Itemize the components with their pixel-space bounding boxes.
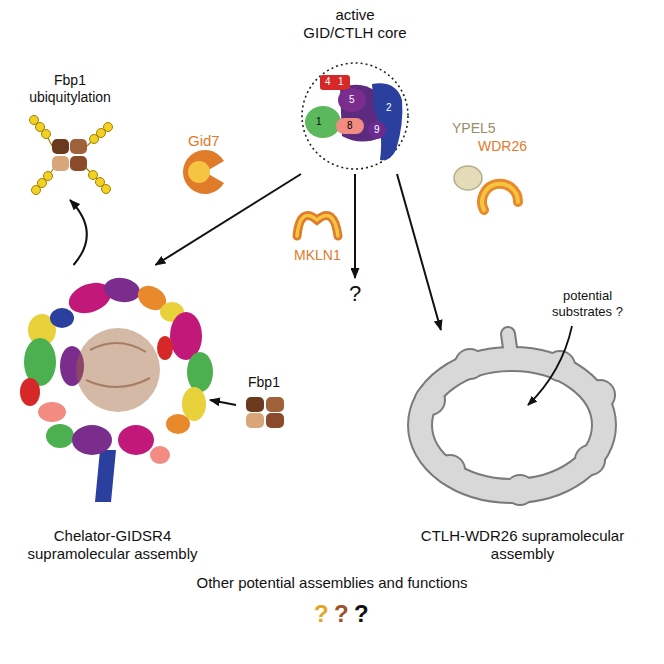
connector-arrow — [210, 400, 236, 405]
fbp1-ubiquitylated-part — [89, 171, 98, 180]
label-text: 8 — [347, 120, 353, 132]
fbp1-protein-part — [266, 413, 284, 428]
mkln1-protein — [297, 216, 338, 236]
ctlh-wdr26-ring-part — [414, 334, 616, 506]
fbp1-ubiquitylated — [30, 116, 113, 195]
ctlh-wdr26-ring-part-part — [586, 381, 614, 409]
gid7-protein-part — [188, 161, 210, 183]
connector-arrow — [155, 174, 301, 265]
ctlh-wdr26-ring-part-part — [576, 446, 604, 474]
label-text: 5 — [349, 94, 355, 106]
chelator-assembly-part — [157, 336, 173, 360]
gid7-protein-part — [183, 150, 224, 194]
fbp1-node: Fbp1 — [236, 372, 292, 432]
ctlh-wdr26-ring-part-part — [456, 350, 484, 378]
core-complex-part — [305, 106, 341, 138]
fbp1-ubiquitylated-part — [52, 156, 69, 171]
ypel5-wdr26-protein-part — [454, 166, 482, 190]
fbp1-protein — [246, 397, 284, 428]
mkln1-protein-part — [297, 216, 338, 236]
gid7-protein — [183, 150, 224, 194]
chelator-assembly-part — [182, 387, 206, 421]
fbp1-ubiquitylated-part — [32, 186, 41, 195]
fbp1-ubiquitylated-part — [30, 116, 39, 125]
chelator-assembly-part — [50, 308, 74, 328]
chelator-assembly-part — [150, 446, 170, 464]
node-text: Fbp1 ubiquitylation — [19, 72, 121, 106]
chelator-assembly-node: Chelator-GIDSR4 supramolecular assembly — [15, 265, 210, 565]
label-text: Other potential assemblies and functions — [0, 574, 664, 592]
node-text: Fbp1 — [248, 374, 280, 391]
chelator-assembly-part — [118, 425, 154, 455]
label-text: potential substrates ? — [545, 288, 630, 319]
chelator-assembly-part — [72, 425, 112, 455]
label-text: 2 — [386, 102, 392, 114]
fbp1-protein-part — [246, 397, 264, 412]
chelator-assembly-part — [76, 328, 160, 412]
label-text: YPEL5 — [452, 120, 496, 137]
fbp1-ubiquitylation-node: Fbp1 ubiquitylation — [15, 70, 125, 200]
chelator-assembly-part — [20, 378, 40, 406]
ctlh-wdr26-ring-part-part — [546, 352, 574, 380]
ctlh-wdr26-ring-part-part — [436, 456, 464, 484]
ypel5-wdr26-protein-part — [482, 184, 518, 210]
ctlh-wdr26-ring — [414, 326, 616, 506]
chelator-assembly-part — [95, 450, 116, 502]
ctlh-wdr26-ring-part-part — [506, 476, 534, 504]
label-text: 9 — [374, 124, 380, 136]
ypel5-wdr26-protein-part — [482, 184, 518, 210]
fbp1-protein-part — [266, 397, 284, 412]
core-complex-part — [302, 63, 408, 169]
core-complex-part — [368, 121, 386, 139]
label-text: 1 — [338, 76, 344, 88]
chelator-assembly-part — [187, 352, 213, 392]
ctlh-wdr26-ring-part — [528, 326, 572, 405]
fbp1-ubiquitylated-part — [70, 156, 87, 171]
core-complex — [302, 63, 408, 169]
chelator-assembly-part — [166, 414, 190, 434]
label-text: ? — [334, 600, 349, 629]
label-text: 4 — [325, 76, 331, 88]
core-complex-part — [338, 88, 366, 112]
connector-arrow — [397, 174, 441, 330]
core-node: active GID/CTLH core — [295, 4, 415, 174]
ypel5-wdr26-protein — [454, 166, 518, 210]
label-text: ? — [354, 600, 369, 629]
fbp1-ubiquitylated-part — [102, 185, 111, 194]
mkln1-protein-part — [297, 216, 338, 236]
fbp1-protein-part — [246, 413, 264, 428]
label-text: ? — [314, 600, 329, 629]
ctlh-wdr26-ring-part — [416, 334, 614, 504]
fbp1-ubiquitylated-part — [70, 139, 87, 154]
chelator-assembly-part — [102, 275, 142, 305]
connector-arrow — [70, 200, 87, 265]
chelator-assembly — [20, 275, 213, 502]
chelator-assembly-part — [86, 343, 150, 387]
core-complex-part — [336, 118, 364, 134]
ctlh-wdr26-assembly-node: CTLH-WDR26 supramolecular assembly — [395, 330, 650, 565]
fbp1-ubiquitylated-part — [52, 139, 69, 154]
label-text: MKLN1 — [294, 247, 341, 264]
ctlh-wdr26-ring-part-part — [420, 359, 604, 491]
label-text: WDR26 — [478, 138, 527, 155]
connector-arrow — [354, 174, 356, 278]
unknown-outcome-node: ? — [338, 278, 372, 310]
node-text: active GID/CTLH core — [299, 6, 411, 42]
label-text: Gid7 — [188, 132, 220, 150]
label-text: 1 — [316, 116, 322, 128]
ctlh-wdr26-ring-part-part — [416, 386, 444, 414]
core-complex-part — [320, 75, 350, 90]
chelator-assembly-part — [46, 424, 74, 448]
node-text: Chelator-GIDSR4 supramolecular assembly — [19, 527, 206, 563]
node-text: CTLH-WDR26 supramolecular assembly — [399, 527, 646, 563]
ctlh-wdr26-ring-part-part — [420, 359, 604, 491]
node-text: ? — [349, 281, 361, 307]
chelator-assembly-part — [38, 402, 66, 422]
fbp1-ubiquitylated-part — [104, 123, 113, 132]
